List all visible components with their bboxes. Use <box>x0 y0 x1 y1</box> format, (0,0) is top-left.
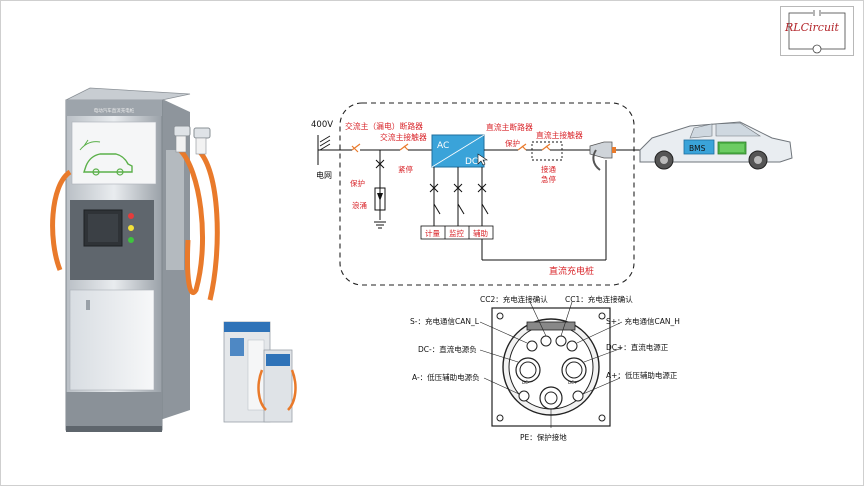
car-sticker-icon <box>79 139 133 176</box>
surge-label: 浪涌 <box>352 200 367 210</box>
protect-left-label: 保护 <box>350 178 365 188</box>
s-minus-label: S-：充电通信CAN_L <box>410 316 480 326</box>
pe-label: PE：保护接地 <box>520 432 567 442</box>
ac-contactor-label: 交流主接触器 <box>380 132 427 142</box>
grid-label: 电网 <box>316 170 332 180</box>
a-minus-label: A-：低压辅助电源负 <box>412 372 480 382</box>
panel-label: 电动汽车直流充电桩 <box>94 107 135 114</box>
indicator-red <box>128 213 134 219</box>
protect-right-label: 保护 <box>505 138 520 148</box>
connect-estop-label-2: 急停 <box>541 174 556 184</box>
charging-pile-illustration: 电动汽车直流充电桩 <box>50 87 220 432</box>
voltage-label: 400V <box>311 120 333 130</box>
pin-dc-minus: DC- <box>522 380 530 385</box>
converter-dc-label: DC <box>465 157 478 167</box>
dc-cabinet-photo <box>223 321 297 423</box>
electric-car-illustration: BMS <box>639 121 793 170</box>
s-plus-label: S+：充电通信CAN_H <box>606 316 680 326</box>
ac-breaker-label: 交流主（漏电）断路器 <box>345 121 423 131</box>
indicator-green <box>128 237 134 243</box>
monitor-label: 监控 <box>449 228 464 238</box>
logo-circuit-icon <box>788 10 846 54</box>
converter-ac-label: AC <box>437 141 449 151</box>
indicator-yellow <box>128 225 134 231</box>
a-plus-label: A+：低压辅助电源正 <box>606 370 678 380</box>
connector-pinout: DC- DC+ CC2：充电连接确认 CC1：充电连接确认 S-：充电通信CAN… <box>410 294 680 442</box>
pile-label: 直流充电桩 <box>549 265 594 277</box>
dc-minus-label: DC-：直流电源负 <box>418 344 477 354</box>
charging-gun-icon <box>589 141 616 171</box>
rlcircuit-logo: RLCircuit <box>780 6 854 56</box>
connect-estop-label-1: 接通 <box>541 164 556 174</box>
dc-breaker-label: 直流主断路器 <box>486 122 533 132</box>
dc-plus-label: DC+：直流电源正 <box>606 342 669 352</box>
aux-label: 辅助 <box>473 228 488 238</box>
mouse-cursor-icon <box>477 153 488 166</box>
estop-label: 紧停 <box>398 164 413 174</box>
dc-contactor-label: 直流主接触器 <box>536 130 583 140</box>
logo-text: RLCircuit <box>785 21 839 34</box>
meter-label: 计量 <box>425 228 440 238</box>
schematic: 400V 电网 交流主（漏电）断路器 交流主接触器 紧停 保护 浪涌 AC DC <box>311 102 652 286</box>
bms-label: BMS <box>689 144 706 153</box>
cc1-label: CC1：充电连接确认 <box>565 294 633 304</box>
pin-dc-plus: DC+ <box>568 380 577 385</box>
cc2-label: CC2：充电连接确认 <box>480 294 548 304</box>
